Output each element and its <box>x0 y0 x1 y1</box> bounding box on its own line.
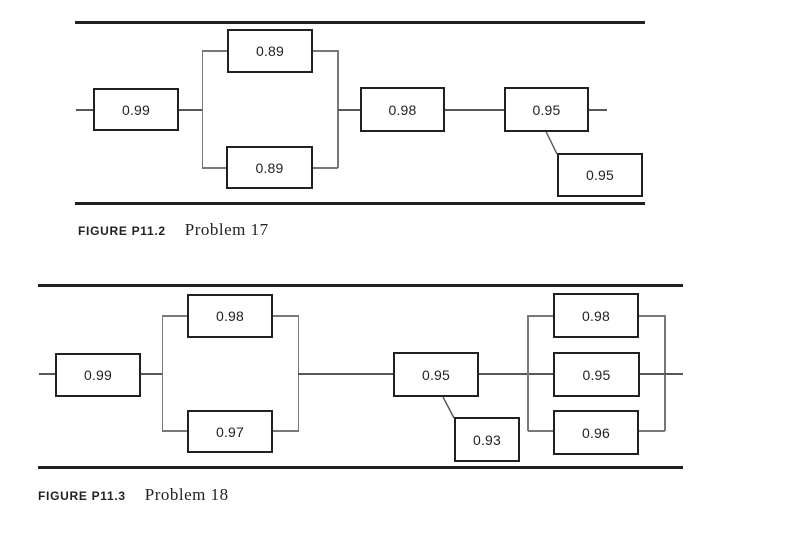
figure2-parallel2-left-rail <box>527 315 529 431</box>
figure1-series-connector-1 <box>179 109 203 111</box>
block-value: 0.93 <box>472 431 502 448</box>
figure2-parallel2-bottom-connector-left <box>528 430 553 432</box>
figure1-top-boundary-rule <box>75 21 645 24</box>
figure2-parallel1-left-rail <box>161 315 163 431</box>
block-value: 0.99 <box>121 101 151 118</box>
reliability-block: 0.99 <box>93 88 179 131</box>
reliability-block: 0.98 <box>187 294 273 338</box>
figure2-parallel2-top-connector-left <box>528 315 553 317</box>
block-value: 0.98 <box>388 101 417 118</box>
block-value: 0.97 <box>215 423 245 440</box>
block-value: 0.96 <box>581 424 611 441</box>
figure2-series-connector-2 <box>298 373 393 375</box>
figure1-caption-title: Problem 17 <box>184 220 269 239</box>
figure1-parallel-right-rail <box>337 50 339 168</box>
figure2-caption: FIGURE P11.3 Problem 18 <box>38 485 229 505</box>
figure1-bottom-branch-connector-right <box>313 167 338 169</box>
figure2-input-stub-line <box>39 373 55 375</box>
figure1-top-branch-connector-left <box>202 50 227 52</box>
reliability-block: 0.99 <box>55 353 141 397</box>
block-value: 0.89 <box>255 159 284 176</box>
figure1-bottom-branch-connector-left <box>202 167 226 169</box>
reliability-block: 0.95 <box>553 352 640 397</box>
block-value: 0.99 <box>83 367 113 383</box>
reliability-block: 0.97 <box>187 410 273 453</box>
figure1-bottom-boundary-rule <box>75 202 645 205</box>
figure2-top-boundary-rule <box>38 284 683 287</box>
reliability-block: 0.96 <box>553 410 639 455</box>
figure2-output-line <box>639 373 683 375</box>
reliability-block: 0.98 <box>553 293 639 338</box>
block-value: 0.95 <box>532 101 561 118</box>
reliability-block-standby: 0.95 <box>557 153 643 197</box>
reliability-block: 0.89 <box>227 29 313 73</box>
figure2-parallel2-top-connector-right <box>639 315 665 317</box>
figure2-caption-title: Problem 18 <box>144 485 229 504</box>
block-value: 0.95 <box>585 167 615 183</box>
reliability-block-standby: 0.93 <box>454 417 520 462</box>
figure1-caption-label: FIGURE P11.2 <box>78 224 166 238</box>
figure1-series-connector-2 <box>338 109 360 111</box>
block-value: 0.89 <box>255 43 285 59</box>
figure2-parallel2-bottom-connector-right <box>639 430 665 432</box>
block-value: 0.95 <box>421 366 451 383</box>
block-value: 0.98 <box>215 308 245 324</box>
figure2-parallel1-top-connector-right <box>273 315 299 317</box>
reliability-block: 0.89 <box>226 146 313 189</box>
block-value: 0.98 <box>581 307 611 324</box>
figure2-parallel1-top-connector-left <box>162 315 187 317</box>
figure2-series-connector-3 <box>479 373 553 375</box>
figure2-caption-label: FIGURE P11.3 <box>38 489 126 503</box>
reliability-block: 0.98 <box>360 87 445 132</box>
figure2-parallel1-bottom-connector-left <box>162 430 187 432</box>
figure1-top-branch-connector-right <box>313 50 338 52</box>
reliability-block: 0.95 <box>393 352 479 397</box>
figure2-parallel1-bottom-connector-right <box>273 430 299 432</box>
figure2-bottom-boundary-rule <box>38 466 683 469</box>
figure1-output-stub-line <box>589 109 607 111</box>
figure1-input-stub-line <box>76 109 93 111</box>
figure1-standby-diagonal-connector <box>545 131 558 155</box>
figure1-caption: FIGURE P11.2 Problem 17 <box>78 220 269 240</box>
block-value: 0.95 <box>582 366 611 383</box>
reliability-block: 0.95 <box>504 87 589 132</box>
figure2-series-connector-1 <box>141 373 163 375</box>
figure2-standby-diagonal-connector <box>442 396 455 419</box>
figure1-parallel-left-rail <box>201 50 203 168</box>
figure1-series-connector-3 <box>445 109 504 111</box>
